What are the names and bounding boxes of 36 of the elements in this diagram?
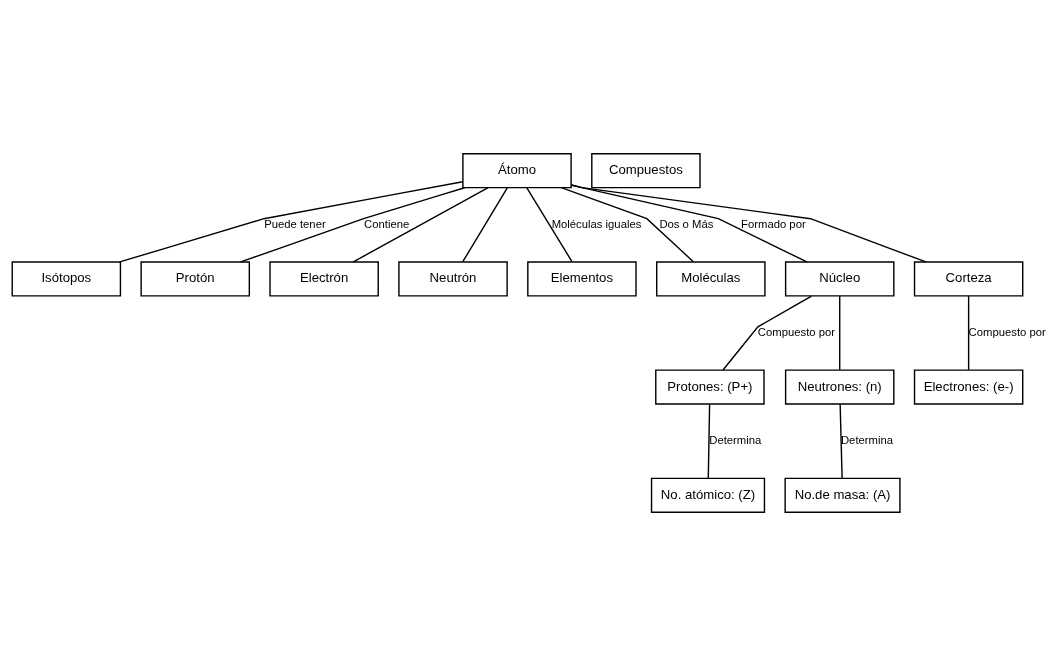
- node-box: Moléculas: [656, 261, 766, 297]
- node-box: Electrón: [269, 261, 379, 297]
- node-box: No.de masa: (A): [784, 477, 901, 513]
- node-box: Compuestos: [591, 153, 701, 189]
- connector: [967, 295, 970, 371]
- edge-label: Compuesto por: [968, 325, 1046, 338]
- connector: [526, 187, 573, 263]
- node-box: Isótopos: [11, 261, 122, 297]
- edge-label: Compuesto por: [757, 325, 836, 338]
- connector: [119, 181, 464, 263]
- connector: [839, 403, 843, 479]
- node-box: Protón: [140, 261, 251, 297]
- edge-label: Determina: [840, 434, 894, 447]
- connector: [352, 187, 489, 263]
- node-box: Protones: (P+): [655, 369, 765, 405]
- edge-label: Puede tener: [264, 217, 326, 230]
- edge-label: Contiene: [364, 217, 410, 230]
- edge-label: Dos o Más: [659, 217, 714, 230]
- node-box: No. atómico: (Z): [650, 477, 766, 513]
- node-box: Neutrones: (n): [784, 369, 895, 405]
- connector: [462, 187, 508, 263]
- node-box: Electrones: (e-): [913, 369, 1024, 405]
- edge-label: Formado por: [741, 217, 806, 230]
- connector: [240, 187, 466, 263]
- node-box: Átomo: [462, 153, 572, 189]
- connector: [707, 403, 711, 479]
- edge-label: Determina: [709, 434, 762, 447]
- connector: [570, 184, 927, 263]
- node-box: Corteza: [913, 261, 1024, 297]
- node-box: Neutrón: [398, 261, 508, 297]
- edge-label: Moléculas iguales: [551, 217, 642, 230]
- connector: [722, 295, 813, 371]
- connector: [560, 187, 695, 263]
- node-box: Núcleo: [784, 261, 895, 297]
- node-box: Elementos: [527, 261, 637, 297]
- connector: [839, 295, 841, 371]
